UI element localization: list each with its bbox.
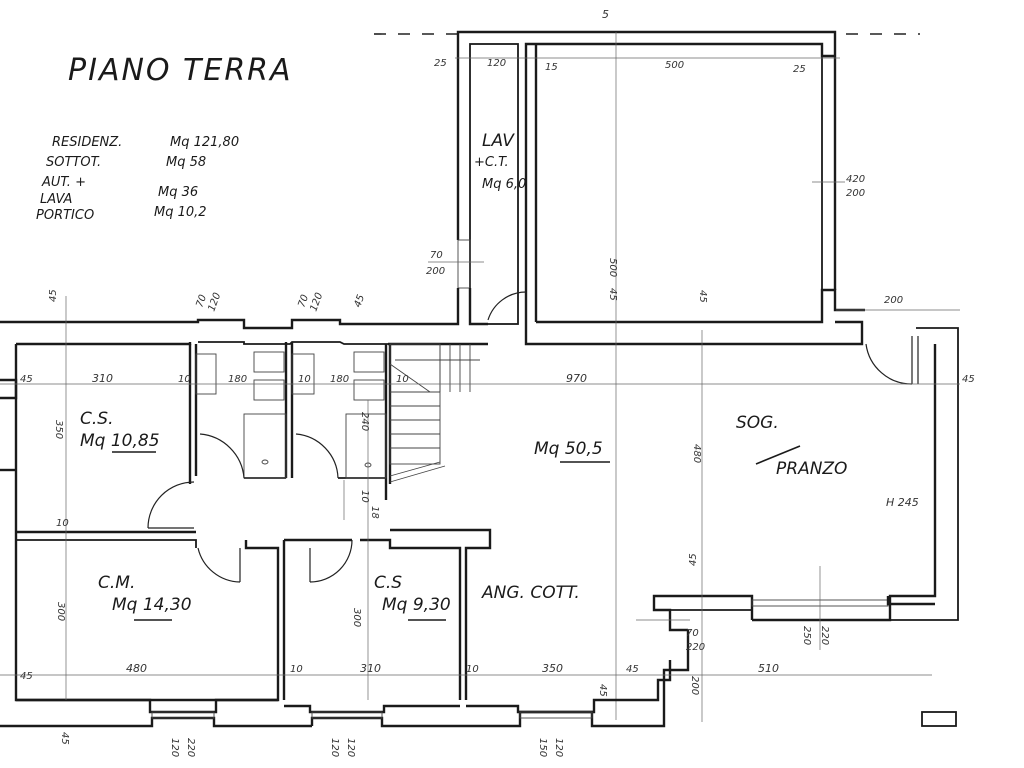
dim-label: 180 bbox=[330, 374, 349, 385]
dim-label: 45 bbox=[352, 293, 367, 309]
dimension-lines bbox=[0, 296, 960, 722]
dim-label: 300 bbox=[351, 608, 362, 627]
dim-label: 10 bbox=[298, 374, 311, 385]
dim-label: 200 bbox=[689, 676, 700, 695]
dim-label: 45 bbox=[688, 553, 699, 566]
dim-label: 70 bbox=[430, 250, 443, 261]
dim-label: 200 bbox=[846, 188, 865, 199]
north-mark: 5 bbox=[602, 8, 609, 21]
dim-label: 300 bbox=[55, 602, 66, 621]
room-name-soggiorno: SOG. bbox=[736, 413, 779, 433]
dim-label: 220 bbox=[686, 642, 705, 653]
dim-label: 480 bbox=[691, 444, 702, 463]
dim-label: 18 bbox=[369, 506, 380, 519]
summary-value: Mq 58 bbox=[166, 155, 206, 170]
dim-label: 220 bbox=[185, 738, 196, 757]
plan-title: PIANO TERRA bbox=[68, 53, 293, 88]
dim-label: 970 bbox=[566, 372, 587, 385]
dim-label: 25 bbox=[434, 58, 447, 69]
dim-label: 15 bbox=[545, 62, 558, 73]
room-name-cs-bottom: C.S bbox=[374, 573, 402, 593]
dim-label: 70 bbox=[296, 293, 311, 309]
dim-label: 120 bbox=[487, 58, 506, 69]
dim-label: 120 bbox=[329, 738, 340, 757]
dim-label: 500 bbox=[607, 258, 618, 277]
dim-label: 150 bbox=[537, 738, 548, 757]
room-name-kitchen: ANG. COTT. bbox=[481, 583, 580, 603]
dim-label: 45 bbox=[697, 290, 708, 303]
dim-label: 10 bbox=[290, 664, 303, 675]
summary-value: Mq 10,2 bbox=[154, 205, 207, 220]
summary-label: SOTTOT. bbox=[46, 155, 101, 170]
dim-label: 200 bbox=[426, 266, 445, 277]
dim-label: 120 bbox=[553, 738, 564, 757]
dim-label: 200 bbox=[884, 295, 903, 306]
room-area-cs-top: Mq 10,85 bbox=[80, 431, 160, 451]
dim-label: 350 bbox=[542, 662, 563, 675]
dim-label: 10 bbox=[466, 664, 479, 675]
dim-label: 45 bbox=[20, 374, 33, 385]
room-name-cm: C.M. bbox=[98, 573, 135, 593]
dim-label: 500 bbox=[665, 60, 684, 71]
summary-label: AUT. + bbox=[41, 175, 86, 190]
dim-label: 10 bbox=[396, 374, 409, 385]
summary-label: PORTICO bbox=[36, 208, 94, 223]
garage-block bbox=[428, 30, 865, 720]
dim-label: 240 bbox=[359, 412, 370, 431]
bathroom-fixtures bbox=[195, 351, 387, 479]
dim-label: 45 bbox=[962, 374, 975, 385]
dim-label: 45 bbox=[59, 732, 70, 745]
dim-label: 250 bbox=[801, 626, 812, 645]
dim-label: 45 bbox=[607, 288, 618, 301]
summary-label: LAVA bbox=[40, 192, 72, 207]
dim-label: 10 bbox=[178, 374, 191, 385]
room-name-lav-ct: +C.T. bbox=[474, 155, 509, 170]
room-name-lav: LAV bbox=[482, 131, 515, 151]
dim-label: 120 bbox=[308, 291, 325, 313]
room-area-cm: Mq 14,30 bbox=[112, 595, 192, 615]
dim-label: 350 bbox=[53, 420, 64, 439]
room-name-cs-top: C.S. bbox=[80, 409, 113, 429]
dim-label: 120 bbox=[206, 291, 223, 313]
dim-label: 45 bbox=[20, 671, 33, 682]
dim-label: 45 bbox=[48, 289, 59, 302]
summary-label: RESIDENZ. bbox=[52, 135, 122, 150]
dim-label: 25 bbox=[793, 64, 806, 75]
dim-label: 10 bbox=[56, 518, 69, 529]
dim-label: 420 bbox=[846, 174, 865, 185]
dim-label: 220 bbox=[819, 626, 830, 645]
summary-value: Mq 36 bbox=[158, 185, 198, 200]
dim-label: 10 bbox=[359, 490, 370, 503]
room-area-lav: Mq 6,0 bbox=[482, 177, 526, 192]
dim-label: 120 bbox=[345, 738, 356, 757]
dim-label: 45 bbox=[626, 664, 639, 675]
room-name-pranzo: PRANZO bbox=[776, 459, 847, 479]
dim-label: 120 bbox=[169, 738, 180, 757]
dim-label: 310 bbox=[92, 372, 113, 385]
dim-label: 70 bbox=[686, 628, 699, 639]
dim-label: 310 bbox=[360, 662, 381, 675]
ceiling-height: H 245 bbox=[886, 496, 919, 509]
dim-label: 180 bbox=[228, 374, 247, 385]
slash-mark bbox=[755, 445, 801, 465]
dim-label: 480 bbox=[126, 662, 147, 675]
dim-label: 45 bbox=[597, 684, 608, 697]
room-area-living: Mq 50,5 bbox=[534, 439, 603, 459]
summary-value: Mq 121,80 bbox=[170, 135, 239, 150]
area-summary: RESIDENZ. Mq 121,80 SOTTOT. Mq 58 AUT. +… bbox=[36, 135, 239, 223]
main-house-walls bbox=[0, 288, 959, 728]
dim-label: 70 bbox=[194, 293, 209, 309]
staircase bbox=[389, 343, 480, 483]
dim-label: 510 bbox=[758, 662, 779, 675]
room-area-cs-bottom: Mq 9,30 bbox=[382, 595, 451, 615]
